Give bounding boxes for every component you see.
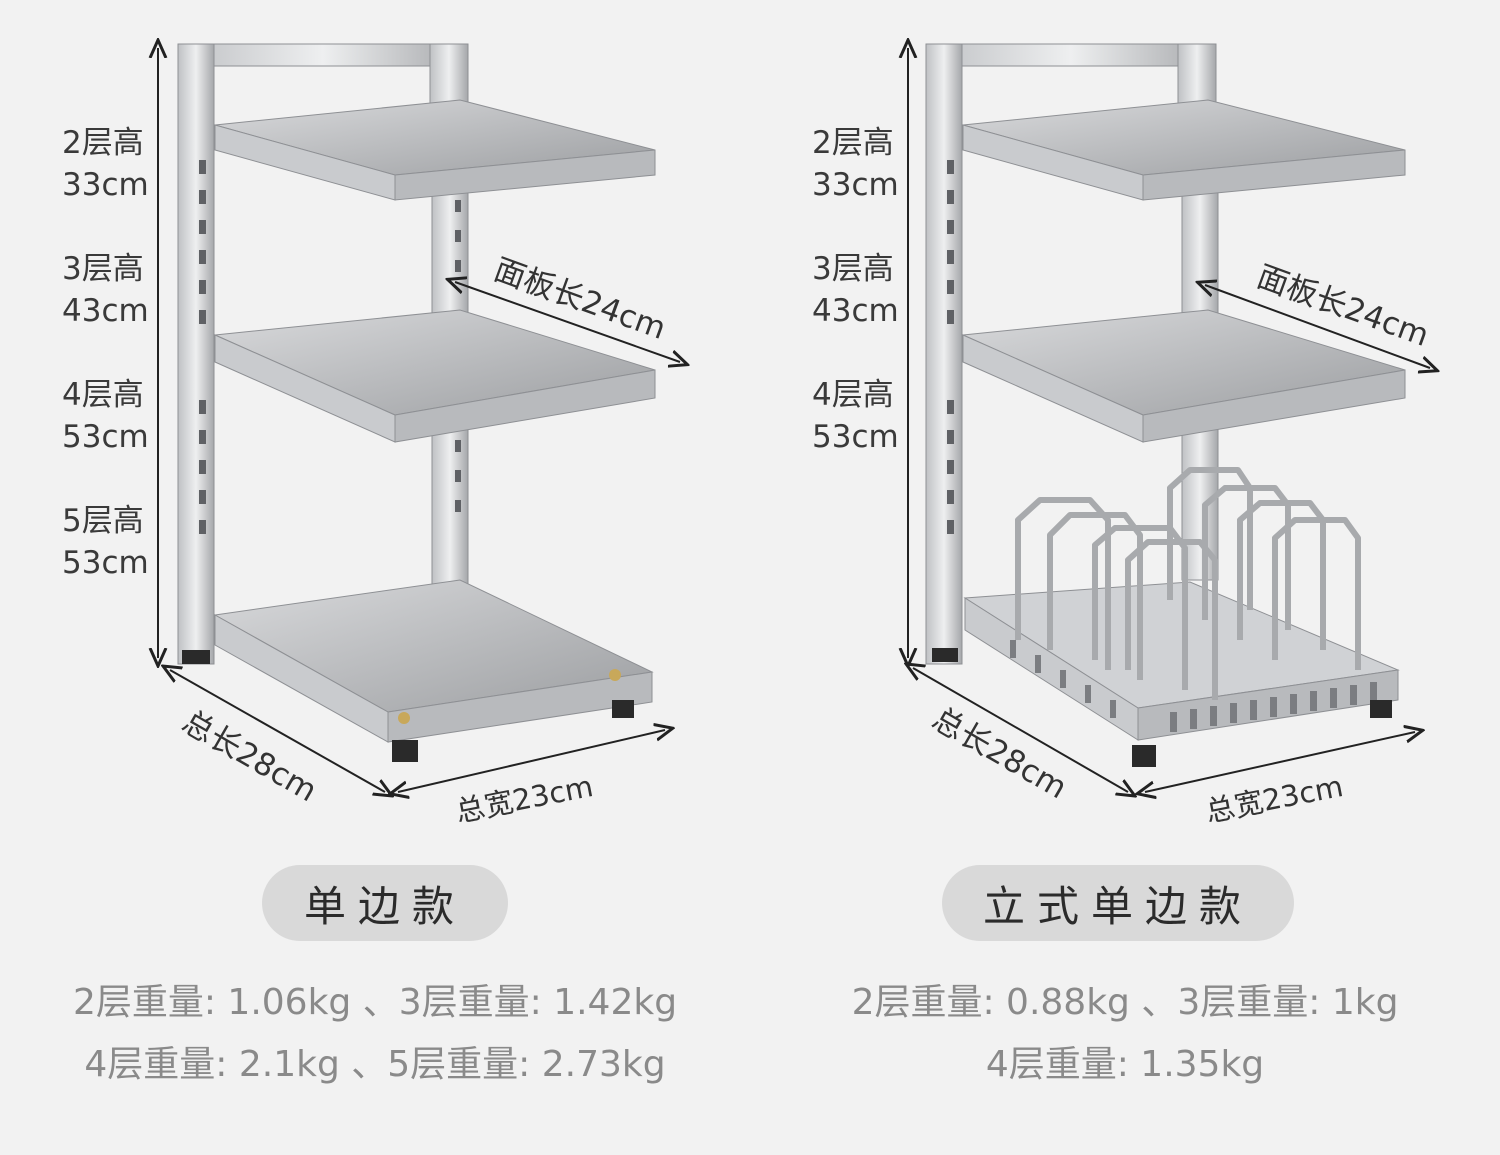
height-label-layer: 3层高 bbox=[62, 251, 144, 287]
weight-line: 2层重量: 1.06kg 、3层重量: 1.42kg bbox=[72, 982, 678, 1023]
weight-line: 4层重量: 2.1kg 、5层重量: 2.73kg bbox=[84, 1044, 666, 1085]
model-name-badge: 立式单边款 bbox=[942, 865, 1294, 941]
product-panel-vertical-single-side: 面板长24cm 总长28cm 总宽23cm 2层高 33cm 3层高 43cm … bbox=[750, 0, 1500, 1155]
rack-illustration-single-side: 面板长24cm 总长28cm 总宽23cm bbox=[0, 0, 750, 829]
total-length-label: 总长28cm bbox=[926, 701, 1073, 807]
rack-illustration-vertical: 面板长24cm 总长28cm 总宽23cm bbox=[750, 0, 1500, 829]
total-width-label: 总宽23cm bbox=[453, 769, 596, 829]
product-panel-single-side: 面板长24cm 总长28cm 总宽23cm 2层高 33cm 3层高 43cm … bbox=[0, 0, 750, 1096]
weight-specs: 2层重量: 0.88kg 、3层重量: 1kg 4层重量: 1.35kg bbox=[750, 972, 1500, 1096]
height-label-layer: 2层高 bbox=[812, 125, 894, 161]
height-label-value: 53cm bbox=[812, 419, 899, 455]
height-label-layer: 4层高 bbox=[812, 377, 894, 413]
height-label-value: 43cm bbox=[62, 293, 149, 329]
height-label-value: 33cm bbox=[62, 167, 149, 203]
height-label-layer: 2层高 bbox=[62, 125, 144, 161]
weight-line: 2层重量: 0.88kg 、3层重量: 1kg bbox=[851, 982, 1399, 1023]
height-label-value: 33cm bbox=[812, 167, 899, 203]
total-length-label: 总长28cm bbox=[176, 704, 323, 810]
height-label-layer: 5层高 bbox=[62, 503, 144, 539]
height-label-value: 53cm bbox=[62, 545, 149, 581]
weight-line: 4层重量: 1.35kg bbox=[985, 1044, 1265, 1085]
height-label-value: 43cm bbox=[812, 293, 899, 329]
height-label-value: 53cm bbox=[62, 419, 149, 455]
total-width-label: 总宽23cm bbox=[1203, 769, 1346, 829]
model-name-badge: 单边款 bbox=[262, 865, 508, 941]
weight-specs: 2层重量: 1.06kg 、3层重量: 1.42kg 4层重量: 2.1kg 、… bbox=[0, 972, 750, 1096]
height-label-layer: 3层高 bbox=[812, 251, 894, 287]
height-label-layer: 4层高 bbox=[62, 377, 144, 413]
